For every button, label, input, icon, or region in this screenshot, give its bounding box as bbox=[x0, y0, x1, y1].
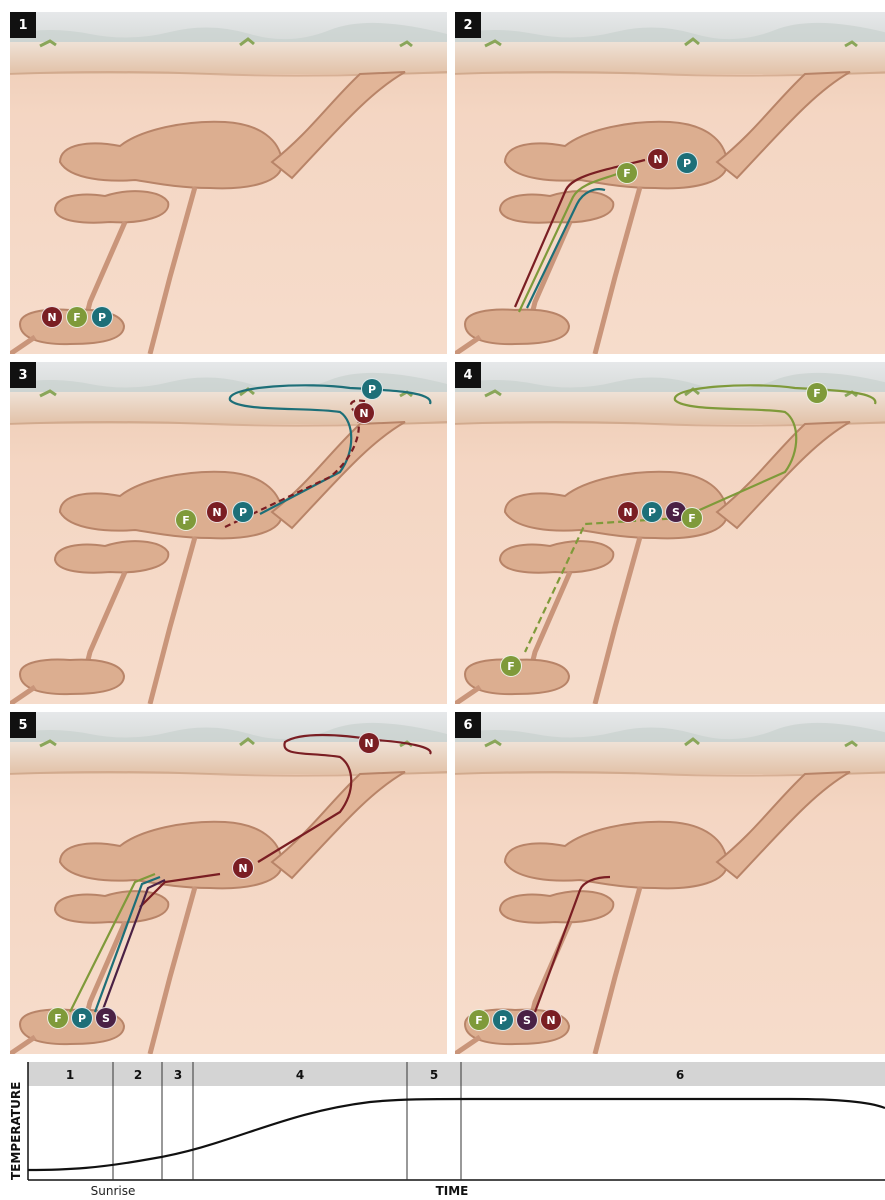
badge-f: F bbox=[47, 1007, 69, 1029]
badge-p: P bbox=[492, 1009, 514, 1031]
phase-label-1: 1 bbox=[66, 1068, 74, 1082]
temperature-timeline: 1 2 3 4 5 6 TEMPERATURE Sunrise TIME bbox=[0, 1058, 885, 1200]
burrow-cross-section bbox=[455, 712, 885, 1054]
badge-f: F bbox=[616, 162, 638, 184]
badge-f: F bbox=[681, 507, 703, 529]
panel-number: 3 bbox=[10, 362, 36, 388]
panel-2: 2 N F P bbox=[455, 12, 885, 354]
panel-6: 6 F P S N bbox=[455, 712, 885, 1054]
badge-p: P bbox=[71, 1007, 93, 1029]
panel-1: 1 N F P bbox=[10, 12, 447, 354]
panel-number: 5 bbox=[10, 712, 36, 738]
phase-label-6: 6 bbox=[676, 1068, 684, 1082]
badge-n: N bbox=[353, 402, 375, 424]
panel-number: 2 bbox=[455, 12, 481, 38]
badge-n: N bbox=[41, 306, 63, 328]
burrow-cross-section bbox=[455, 12, 885, 354]
badge-s: S bbox=[95, 1007, 117, 1029]
badge-n: N bbox=[647, 148, 669, 170]
panel-number: 4 bbox=[455, 362, 481, 388]
badge-f: F bbox=[468, 1009, 490, 1031]
y-axis-label: TEMPERATURE bbox=[9, 1082, 23, 1180]
badge-f: F bbox=[806, 382, 828, 404]
temperature-curve bbox=[28, 1099, 885, 1170]
badge-s: S bbox=[516, 1009, 538, 1031]
badge-f: F bbox=[66, 306, 88, 328]
burrow-cross-section bbox=[455, 362, 885, 704]
panel-number: 1 bbox=[10, 12, 36, 38]
badge-f: F bbox=[500, 655, 522, 677]
burrow-cross-section bbox=[10, 712, 447, 1054]
badge-p: P bbox=[91, 306, 113, 328]
sunrise-label: Sunrise bbox=[91, 1184, 136, 1198]
badge-n: N bbox=[617, 501, 639, 523]
x-axis-label: TIME bbox=[436, 1184, 469, 1198]
phase-label-4: 4 bbox=[296, 1068, 304, 1082]
phase-label-5: 5 bbox=[430, 1068, 438, 1082]
badge-n: N bbox=[540, 1009, 562, 1031]
burrow-cross-section bbox=[10, 362, 447, 704]
badge-p: P bbox=[676, 152, 698, 174]
phase-label-3: 3 bbox=[174, 1068, 182, 1082]
badge-f: F bbox=[175, 509, 197, 531]
panel-number: 6 bbox=[455, 712, 481, 738]
phase-header-bar bbox=[28, 1062, 885, 1086]
phase-label-2: 2 bbox=[134, 1068, 142, 1082]
burrow-cross-section bbox=[10, 12, 447, 354]
panel-4: 4 F N P S F F bbox=[455, 362, 885, 704]
panel-3: 3 P N F N P bbox=[10, 362, 447, 704]
badge-p: P bbox=[641, 501, 663, 523]
badge-p: P bbox=[361, 378, 383, 400]
badge-n: N bbox=[358, 732, 380, 754]
badge-n: N bbox=[232, 857, 254, 879]
badge-p: P bbox=[232, 501, 254, 523]
panel-5: 5 N N F P S bbox=[10, 712, 447, 1054]
badge-n: N bbox=[206, 501, 228, 523]
